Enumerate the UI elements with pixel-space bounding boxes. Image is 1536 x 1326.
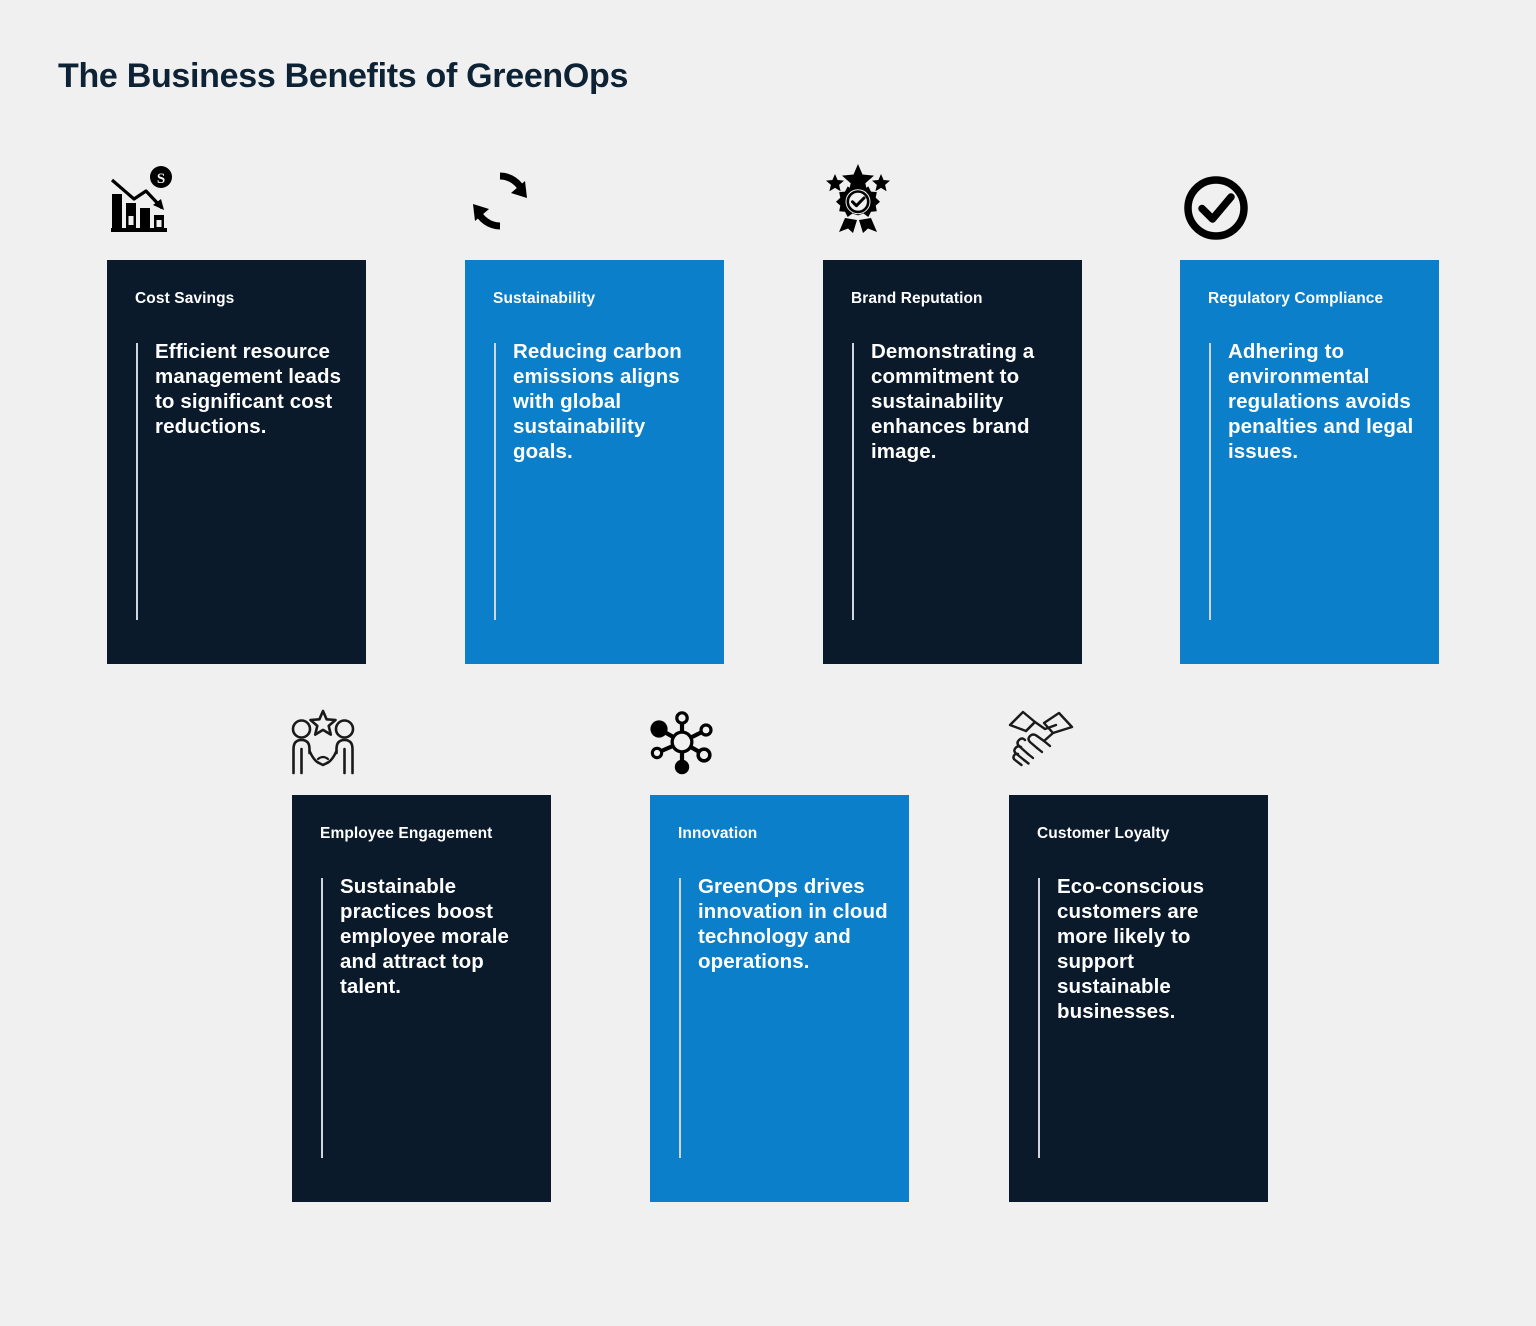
card-body: GreenOps drives innovation in cloud tech… [698, 875, 888, 973]
card-innovation[interactable]: Innovation GreenOps drives innovation in… [650, 795, 909, 1202]
card-accent-line [321, 878, 323, 1158]
card-body: Demonstrating a commitment to sustainabi… [871, 340, 1035, 463]
card-body: Efficient resource management leads to s… [155, 340, 342, 438]
card-brand-reputation[interactable]: Brand Reputation Demonstrating a commitm… [823, 260, 1082, 664]
page-title: The Business Benefits of GreenOps [58, 57, 629, 95]
card-body: Eco-conscious customers are more likely … [1057, 875, 1205, 1023]
card-title: Sustainability [493, 290, 596, 307]
card-body: Reducing carbon emissions aligns with gl… [513, 340, 682, 463]
award-badge-stars-icon [821, 160, 895, 234]
card-title: Innovation [678, 825, 758, 842]
card-title: Regulatory Compliance [1208, 290, 1384, 307]
card-employee-engagement[interactable]: Employee Engagement Sustainable practice… [292, 795, 551, 1202]
people-handshake-star-icon [286, 705, 360, 779]
check-circle-icon [1180, 172, 1254, 246]
card-accent-line [1038, 878, 1040, 1158]
card-accent-line [679, 878, 681, 1158]
svg-text:S: S [157, 171, 165, 187]
card-accent-line [136, 343, 138, 620]
card-title: Brand Reputation [851, 290, 983, 307]
card-accent-line [494, 343, 496, 620]
recycle-arrows-icon [463, 164, 537, 238]
network-hub-icon [645, 705, 719, 779]
card-body: Sustainable practices boost employee mor… [340, 875, 509, 998]
card-title: Customer Loyalty [1037, 825, 1170, 842]
card-body: Adhering to environmental regulations av… [1228, 340, 1414, 463]
card-regulatory-compliance[interactable]: Regulatory Compliance Adhering to enviro… [1180, 260, 1439, 664]
card-title: Employee Engagement [320, 825, 493, 842]
card-cost-savings[interactable]: Cost Savings Efficient resource manageme… [107, 260, 366, 664]
card-accent-line [1209, 343, 1211, 620]
card-accent-line [852, 343, 854, 620]
handshake-icon [1004, 703, 1078, 777]
declining-bar-chart-dollar-icon: S [104, 164, 178, 238]
card-customer-loyalty[interactable]: Customer Loyalty Eco-conscious customers… [1009, 795, 1268, 1202]
card-title: Cost Savings [135, 290, 235, 307]
card-sustainability[interactable]: Sustainability Reducing carbon emissions… [465, 260, 724, 664]
